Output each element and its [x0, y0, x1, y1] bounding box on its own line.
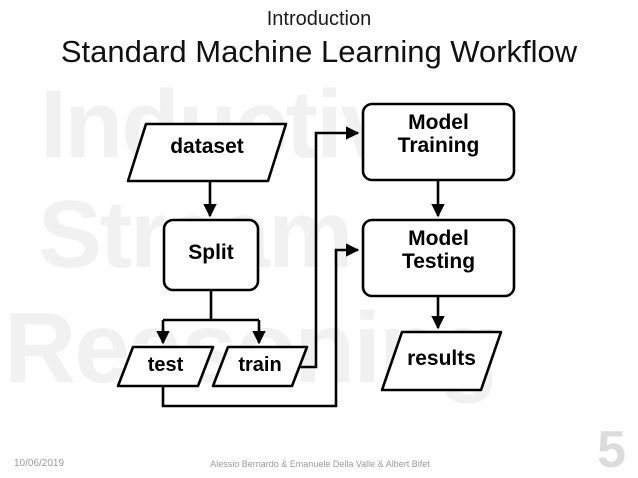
edge-test-to-model-testing	[161, 243, 360, 408]
page-number: 5	[597, 421, 626, 478]
node-model-training[interactable]	[361, 102, 516, 182]
footer-date: 10/06/2019	[14, 458, 65, 469]
slide-eyebrow: Introduction	[266, 8, 372, 30]
footer-authors: Alessio Bernardo & Emanuele Della Valle …	[210, 459, 430, 469]
node-train[interactable]	[211, 345, 309, 388]
page-title: Standard Machine Learning Workflow	[60, 34, 578, 69]
node-model-testing[interactable]	[361, 218, 516, 298]
node-dataset[interactable]	[126, 122, 288, 183]
node-split[interactable]	[162, 218, 260, 292]
edge-train-to-model-training	[299, 126, 360, 369]
node-test[interactable]	[116, 345, 215, 388]
node-results[interactable]	[380, 330, 503, 392]
